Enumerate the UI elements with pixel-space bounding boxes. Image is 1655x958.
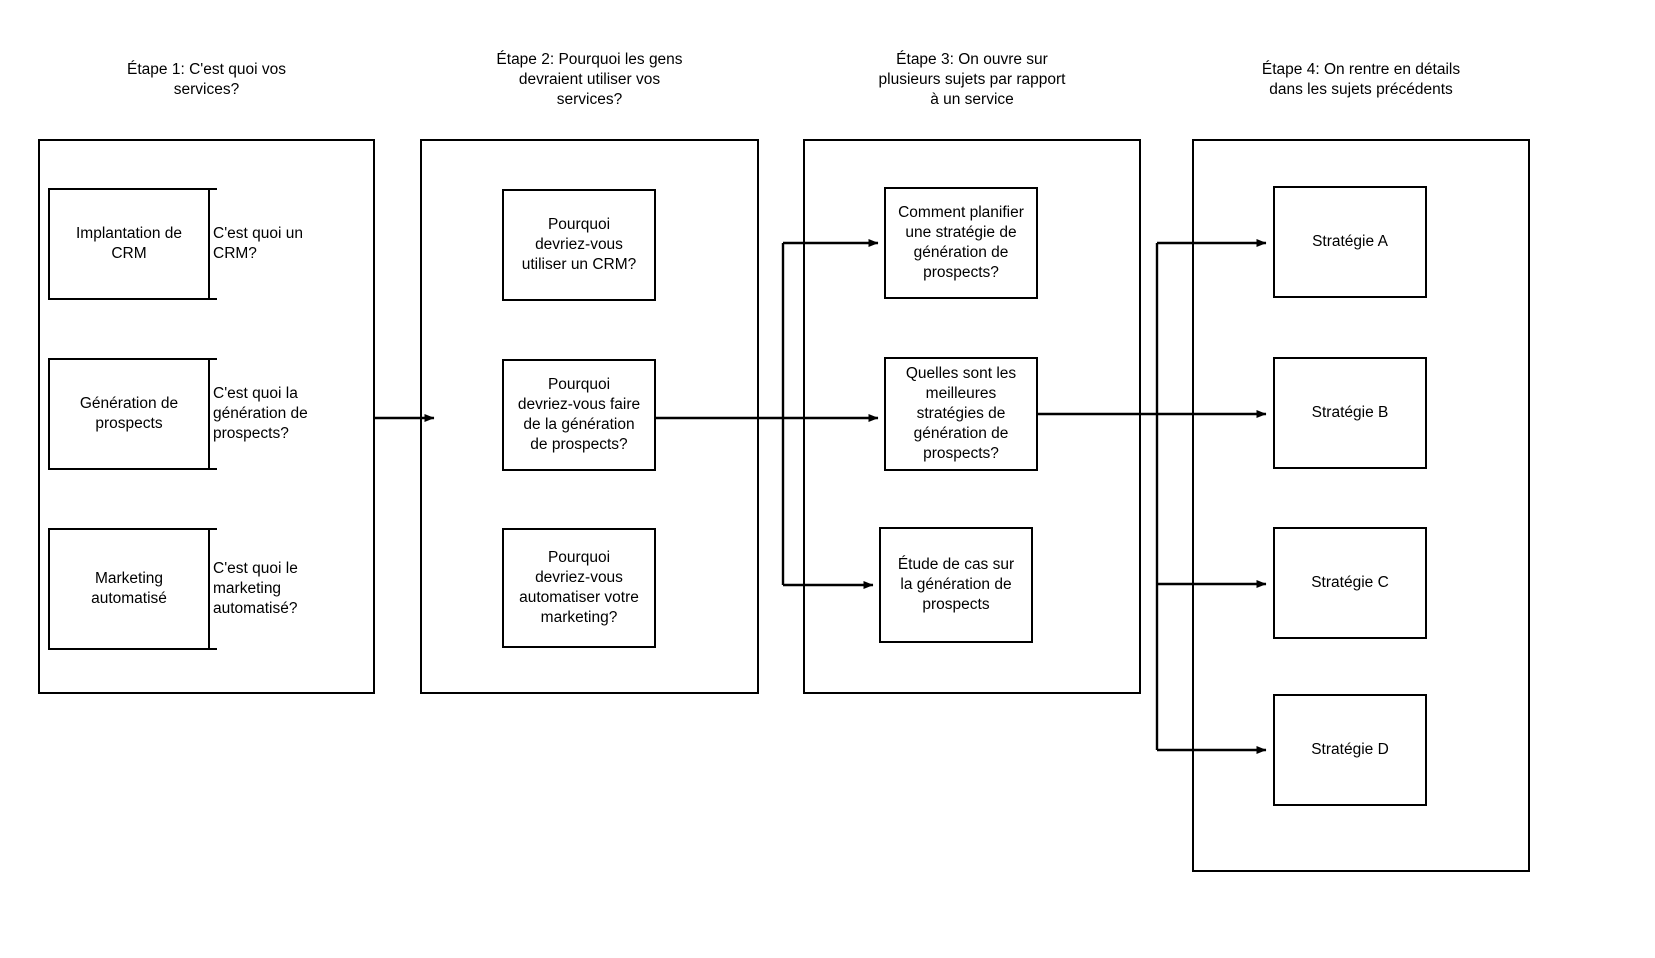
container-etape-2: [420, 139, 759, 694]
node-etape4-strategy-d[interactable]: Stratégie D: [1273, 694, 1427, 806]
column-title-etape-1: Étape 1: C'est quoi vos services?: [127, 61, 286, 98]
node-etape2-topic-1[interactable]: Pourquoi devriez-vous utiliser un CRM?: [502, 189, 656, 301]
tab-bottom-etape1-service-1: [208, 298, 217, 300]
node-etape1-service-2[interactable]: Génération de prospects: [48, 358, 210, 470]
container-etape-1: [38, 139, 375, 694]
column-title-etape-2: Étape 2: Pourquoi les gens devraient uti…: [496, 51, 683, 108]
note-etape1-service-3: C'est quoi le marketing automatisé?: [213, 560, 298, 617]
node-etape1-service-3[interactable]: Marketing automatisé: [48, 528, 210, 650]
node-etape4-strategy-b[interactable]: Stratégie B: [1273, 357, 1427, 469]
container-etape-3: [803, 139, 1141, 694]
node-etape3-topic-3[interactable]: Étude de cas sur la génération de prospe…: [879, 527, 1033, 643]
node-etape2-topic-2[interactable]: Pourquoi devriez-vous faire de la généra…: [502, 359, 656, 471]
tab-bottom-etape1-service-2: [208, 468, 217, 470]
node-etape2-topic-3[interactable]: Pourquoi devriez-vous automatiser votre …: [502, 528, 656, 648]
tab-top-etape1-service-1: [208, 188, 217, 190]
note-etape1-service-2: C'est quoi la génération de prospects?: [213, 385, 308, 442]
note-etape1-service-1: C'est quoi un CRM?: [213, 225, 303, 262]
node-etape3-topic-1[interactable]: Comment planifier une stratégie de génér…: [884, 187, 1038, 299]
tab-bottom-etape1-service-3: [208, 648, 217, 650]
node-etape3-topic-2[interactable]: Quelles sont les meilleures stratégies d…: [884, 357, 1038, 471]
node-etape1-service-1[interactable]: Implantation de CRM: [48, 188, 210, 300]
column-title-etape-3: Étape 3: On ouvre sur plusieurs sujets p…: [878, 51, 1066, 108]
column-title-etape-4: Étape 4: On rentre en détails dans les s…: [1261, 61, 1461, 98]
tab-top-etape1-service-2: [208, 358, 217, 360]
node-etape4-strategy-c[interactable]: Stratégie C: [1273, 527, 1427, 639]
container-etape-4: [1192, 139, 1530, 872]
tab-top-etape1-service-3: [208, 528, 217, 530]
node-etape4-strategy-a[interactable]: Stratégie A: [1273, 186, 1427, 298]
